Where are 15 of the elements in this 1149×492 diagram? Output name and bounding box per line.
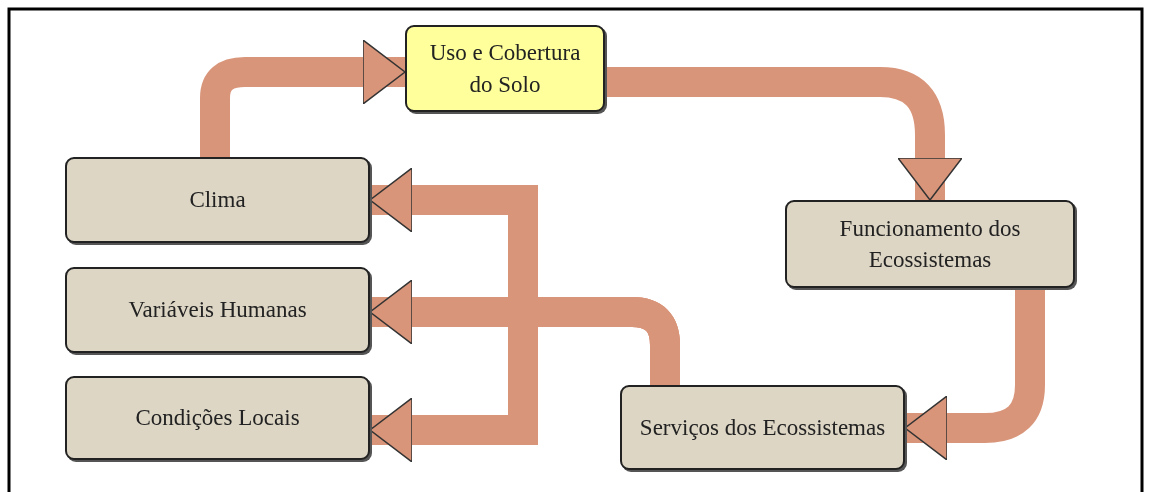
box-label: Uso e Cobertura do Solo — [428, 39, 582, 99]
process-box — [620, 385, 905, 470]
block-arrow — [369, 297, 680, 463]
block-arrow — [904, 288, 1045, 461]
process-box — [65, 267, 370, 353]
process-box — [65, 157, 370, 243]
process-box — [785, 200, 1075, 288]
process-box — [405, 25, 605, 112]
box-label: Serviços dos Ecossistemas — [639, 413, 886, 442]
process-box — [65, 376, 370, 460]
box-label: Clima — [189, 186, 246, 215]
block-arrow — [605, 67, 963, 201]
box-label: Condições Locais — [135, 404, 300, 433]
box-label: Funcionamento dos Ecossistemas — [838, 214, 1022, 274]
box-label: Variáveis Humanas — [128, 296, 307, 325]
